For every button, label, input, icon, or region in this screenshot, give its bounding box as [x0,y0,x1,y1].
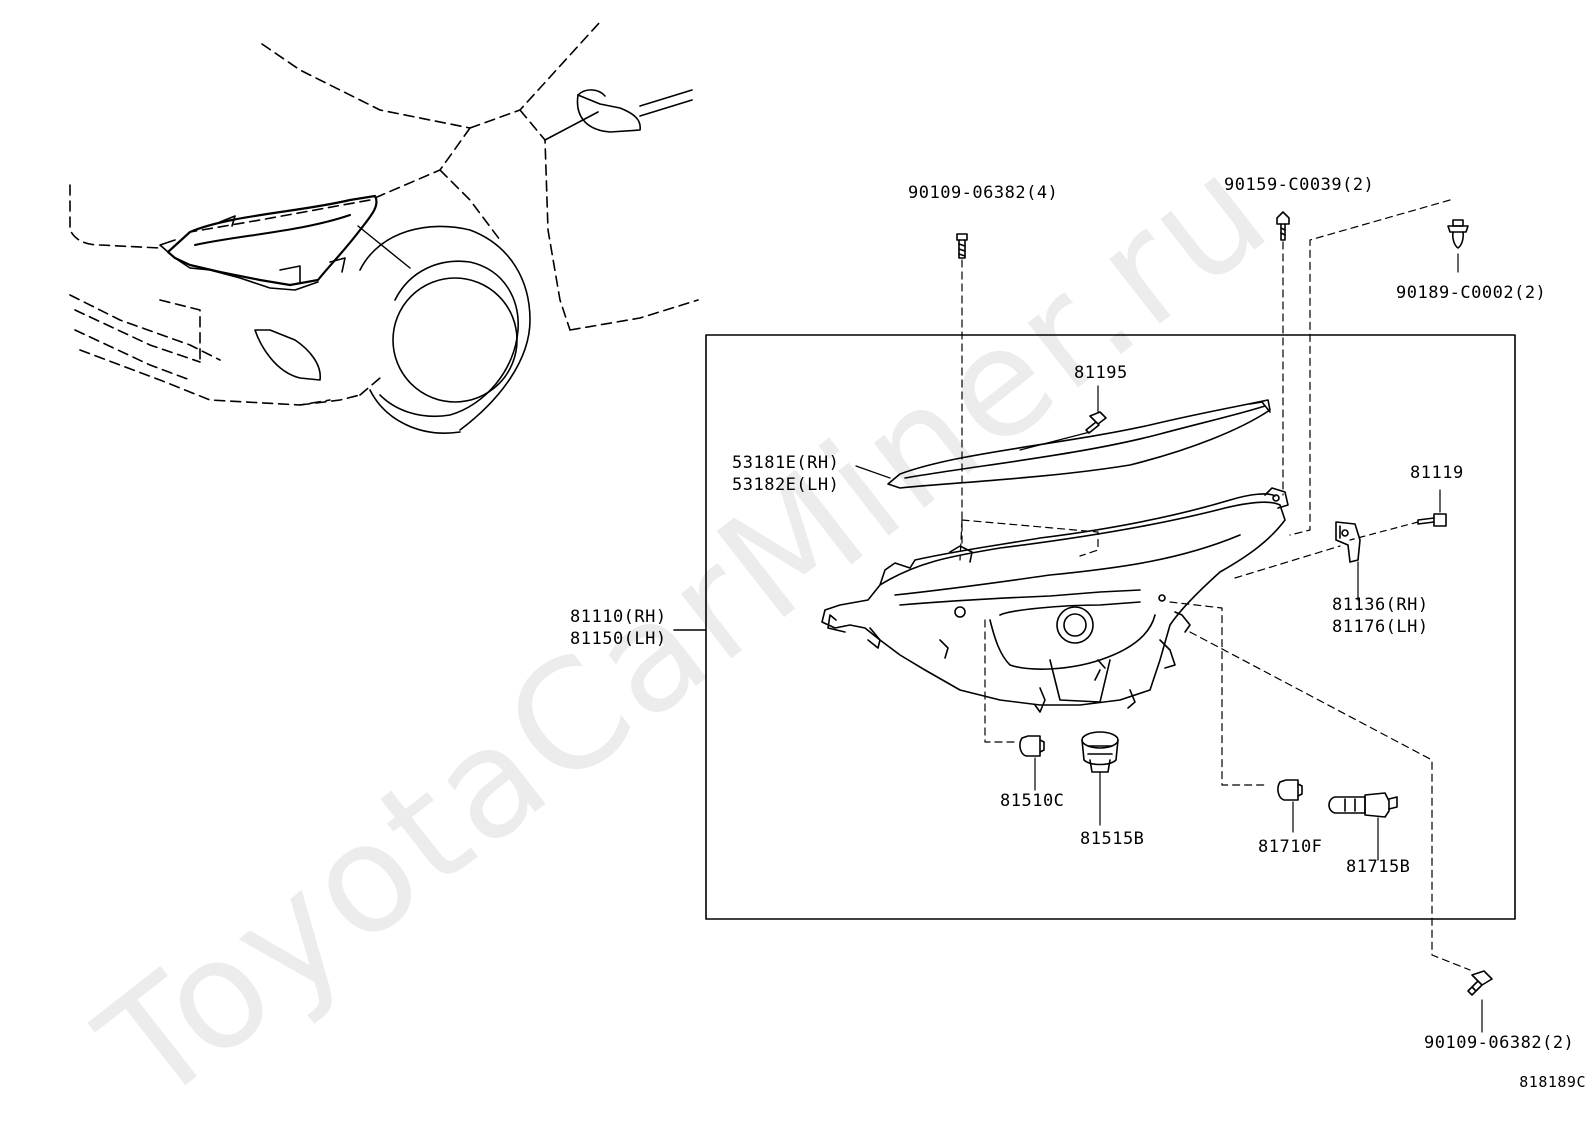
socket-81515b [1081,731,1119,773]
bracket-81136 [1335,521,1361,563]
label-bracket: 81136(RH) 81176(LH) [1332,594,1429,638]
label-81710f: 81710F [1258,837,1323,857]
parts-diagram [69,21,1516,1033]
label-81515b: 81515B [1080,829,1145,849]
label-headlamp-rh: 81110(RH) [570,607,667,627]
bulb-81710f [1277,779,1303,801]
bulb-81510c [1019,735,1045,757]
headlamp-assembly [821,487,1289,713]
bulb-81715b [1328,792,1398,818]
label-81195: 81195 [1074,363,1128,383]
sheet-code: 818189C [1519,1073,1586,1091]
label-bolt-top: 90109-06382(4) [908,183,1059,203]
label-trim-lh: 53182E(LH) [732,475,840,495]
label-bracket-lh: 81176(LH) [1332,617,1429,637]
screw-81119 [1417,513,1447,527]
label-81119: 81119 [1410,463,1464,483]
label-81715b: 81715B [1346,857,1411,877]
label-trim-rh: 53181E(RH) [732,453,840,473]
label-trim-strip: 53181E(RH) 53182E(LH) [732,452,839,496]
trim-strip-53181e [887,399,1271,489]
bolt-90109-bottom [1467,970,1493,996]
label-clip-90189: 90189-C0002(2) [1396,283,1547,303]
car-front-illustration [69,21,699,434]
label-headlamp-lh: 81150(LH) [570,629,667,649]
assembly-frame-box [705,334,1516,920]
bolt-90109-top [956,233,968,259]
clip-90189 [1447,219,1469,249]
label-bolt-bottom: 90109-06382(2) [1424,1033,1575,1053]
screw-90159 [1276,211,1290,241]
label-81510c: 81510C [1000,791,1065,811]
label-screw-90159: 90159-C0039(2) [1224,175,1375,195]
label-bracket-rh: 81136(RH) [1332,595,1429,615]
label-headlamp: 81110(RH) 81150(LH) [570,606,667,650]
screw-81195 [1085,411,1107,434]
